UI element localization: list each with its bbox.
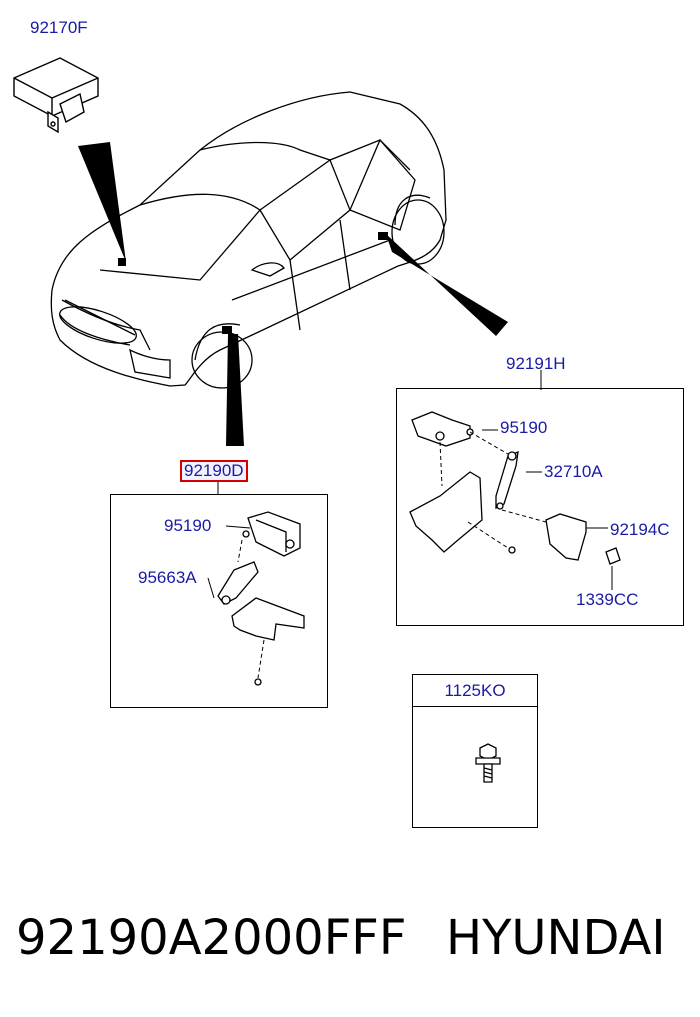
- part-label-module: 92170F: [30, 18, 88, 37]
- part-label-rear-nut: 1339CC: [576, 590, 639, 609]
- part-label-rear-sensor: 95190: [500, 418, 548, 437]
- control-module-drawing: [13, 57, 99, 134]
- footer-brand: HYUNDAI: [446, 910, 666, 966]
- part-label-front-link: 95663A: [138, 568, 197, 587]
- car-drawing: [50, 91, 447, 389]
- part-label-rear-assembly: 92191H: [506, 354, 566, 373]
- rear-sensor-drawing: [409, 411, 621, 565]
- part-label-rear-link: 32710A: [544, 462, 603, 481]
- part-label-rear-bracket: 92194C: [610, 520, 670, 539]
- leader-rear: [386, 234, 508, 336]
- front-sensor-box: [110, 494, 328, 708]
- bolt-drawing: [475, 743, 501, 783]
- part-label-front-assembly: 92190D: [180, 460, 248, 482]
- footer-part-number: 92190A2000FFF: [16, 910, 407, 966]
- leader-module: [78, 142, 126, 262]
- rear-sensor-box: [396, 388, 684, 626]
- leader-front: [226, 334, 244, 446]
- bolt-box: 1125KO: [412, 674, 538, 828]
- part-label-front-sensor: 95190: [164, 516, 212, 535]
- part-label-bolt: 1125KO: [444, 681, 506, 700]
- front-sensor-drawing: [217, 511, 305, 686]
- bolt-box-header: 1125KO: [413, 675, 537, 707]
